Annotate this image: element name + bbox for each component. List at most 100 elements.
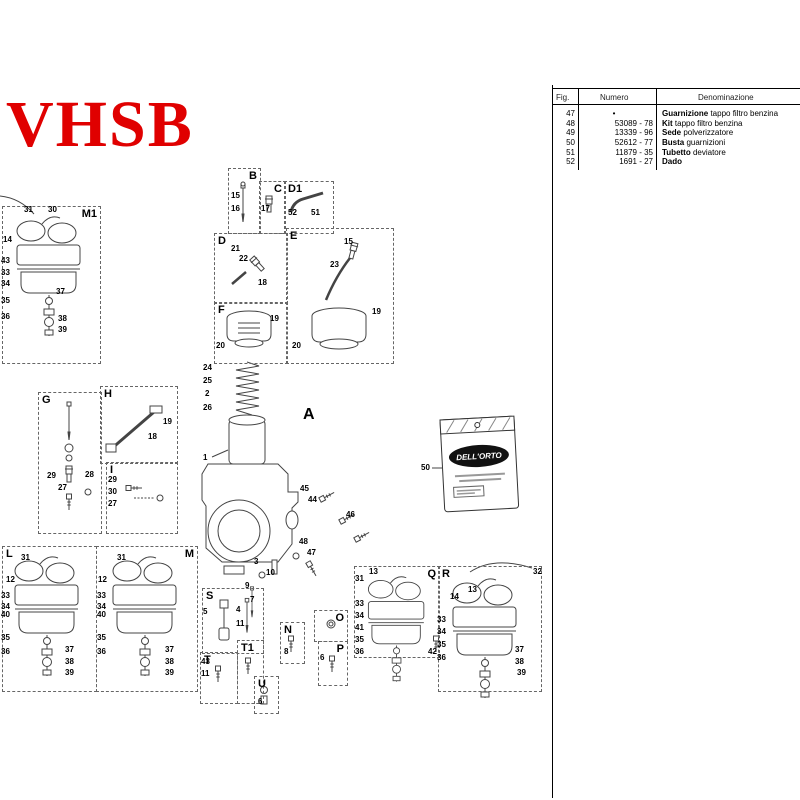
part-callout-35: 35 [355,635,364,644]
part-callout-42: 42 [428,647,437,656]
part-callout-18: 18 [258,278,267,287]
part-callout-40: 40 [1,610,10,619]
part-callout-38: 38 [165,657,174,666]
table-col-divider-2 [656,88,657,170]
part-callout-33: 33 [97,591,106,600]
part-callout-32: 32 [533,567,542,576]
part-callout-29: 29 [108,475,117,484]
cell-denominazione: Guarnizione tappo filtro benzina [662,109,779,118]
part-callout-26: 26 [203,403,212,412]
part-callout-23: 23 [330,260,339,269]
part-callout-40: 40 [97,610,106,619]
part-callout-28: 28 [85,470,94,479]
part-callout-36: 36 [437,653,446,662]
part-callout-33: 33 [1,268,10,277]
part-callout-25: 25 [203,376,212,385]
part-callout-34: 34 [355,611,364,620]
cell-numero: 13339 - 96 [614,128,653,138]
part-callout-39: 39 [517,668,526,677]
part-callout-36: 36 [1,647,10,656]
part-callout-6: 6 [320,653,325,662]
table-row: 48 53089 - 78 Kit tappo filtro benzina [553,119,800,129]
cell-denominazione: Dado [662,157,682,167]
part-callout-20: 20 [292,341,301,350]
part-callout-30: 30 [108,487,117,496]
part-callout-46: 46 [346,510,355,519]
part-callout-50: 50 [421,463,430,472]
part-callout-27: 27 [58,483,67,492]
part-callout-33: 33 [355,599,364,608]
col-header-denominazione: Denominazione [698,93,754,102]
part-callout-31: 31 [117,553,126,562]
cell-fig: 48 [566,118,575,128]
part-callout-3: 3 [254,557,259,566]
part-callout-33: 33 [437,615,446,624]
part-callout-34: 34 [1,602,10,611]
part-callout-1: 1 [203,453,208,462]
part-callout-5: 5 [203,607,208,616]
part-callout-30: 30 [48,205,57,214]
part-callout-13: 13 [468,585,477,594]
cell-numero: 11879 - 35 [615,147,653,157]
part-callout-24: 24 [203,363,212,372]
part-callout-15: 15 [231,191,240,200]
part-callout-34: 34 [97,602,106,611]
bag-brand-text: DELL'ORTO [456,451,503,462]
part-callout-22: 22 [239,254,248,263]
part-callout-52: 52 [288,208,297,217]
part-callout-43: 43 [1,256,10,265]
part-callout-7: 7 [250,595,255,604]
part-callout-19: 19 [372,307,381,316]
part-callout-19: 19 [163,417,172,426]
cell-fig: 49 [566,128,575,138]
part-callout-37: 37 [65,645,74,654]
part-callout-2: 2 [205,389,210,398]
cell-fig: 50 [566,138,575,148]
part-callout-47: 47 [307,548,316,557]
part-callout-12: 12 [98,575,107,584]
part-callout-11: 11 [236,619,245,628]
cell-denominazione: Kit tappo filtro benzina [662,118,743,128]
cell-numero: 1691 - 27 [619,157,653,167]
part-callout-43: 43 [201,657,210,666]
part-callout-37: 37 [165,645,174,654]
part-callout-38: 38 [58,314,67,323]
cell-numero: • [612,109,616,118]
part-callout-31: 31 [355,574,364,583]
table-row: 47•Guarnizione tappo filtro benzina [553,109,800,119]
part-callout-31: 31 [24,205,33,214]
part-callout-38: 38 [65,657,74,666]
part-callout-36: 36 [97,647,106,656]
cell-numero: 53089 - 78 [614,118,653,128]
part-callout-39: 39 [65,668,74,677]
part-callout-37: 37 [515,645,524,654]
part-callout-27: 27 [108,499,117,508]
part-callout-38: 38 [515,657,524,666]
col-header-numero: Numero [600,93,629,102]
part-callout-35: 35 [1,296,10,305]
part-callout-13: 13 [369,567,378,576]
part-callout-15: 15 [344,237,353,246]
part-callout-44: 44 [308,495,317,504]
part-callout-17: 17 [261,204,270,213]
part-callout-34: 34 [1,279,10,288]
part-callout-45: 45 [300,484,309,493]
part-callout-31: 31 [21,553,30,562]
part-callout-29: 29 [47,471,56,480]
page-title: VHSB [6,88,194,161]
parts-bag: DELL'ORTO [439,415,520,513]
part-callout-41: 41 [355,623,364,632]
part-callout-33: 33 [1,591,10,600]
part-callout-10: 10 [266,568,275,577]
part-callout-35: 35 [437,640,446,649]
part-callout-8: 8 [284,647,289,656]
part-callout-21: 21 [231,244,240,253]
table-col-divider-1 [578,88,579,170]
cell-denominazione: Busta guarnizioni [662,138,726,148]
